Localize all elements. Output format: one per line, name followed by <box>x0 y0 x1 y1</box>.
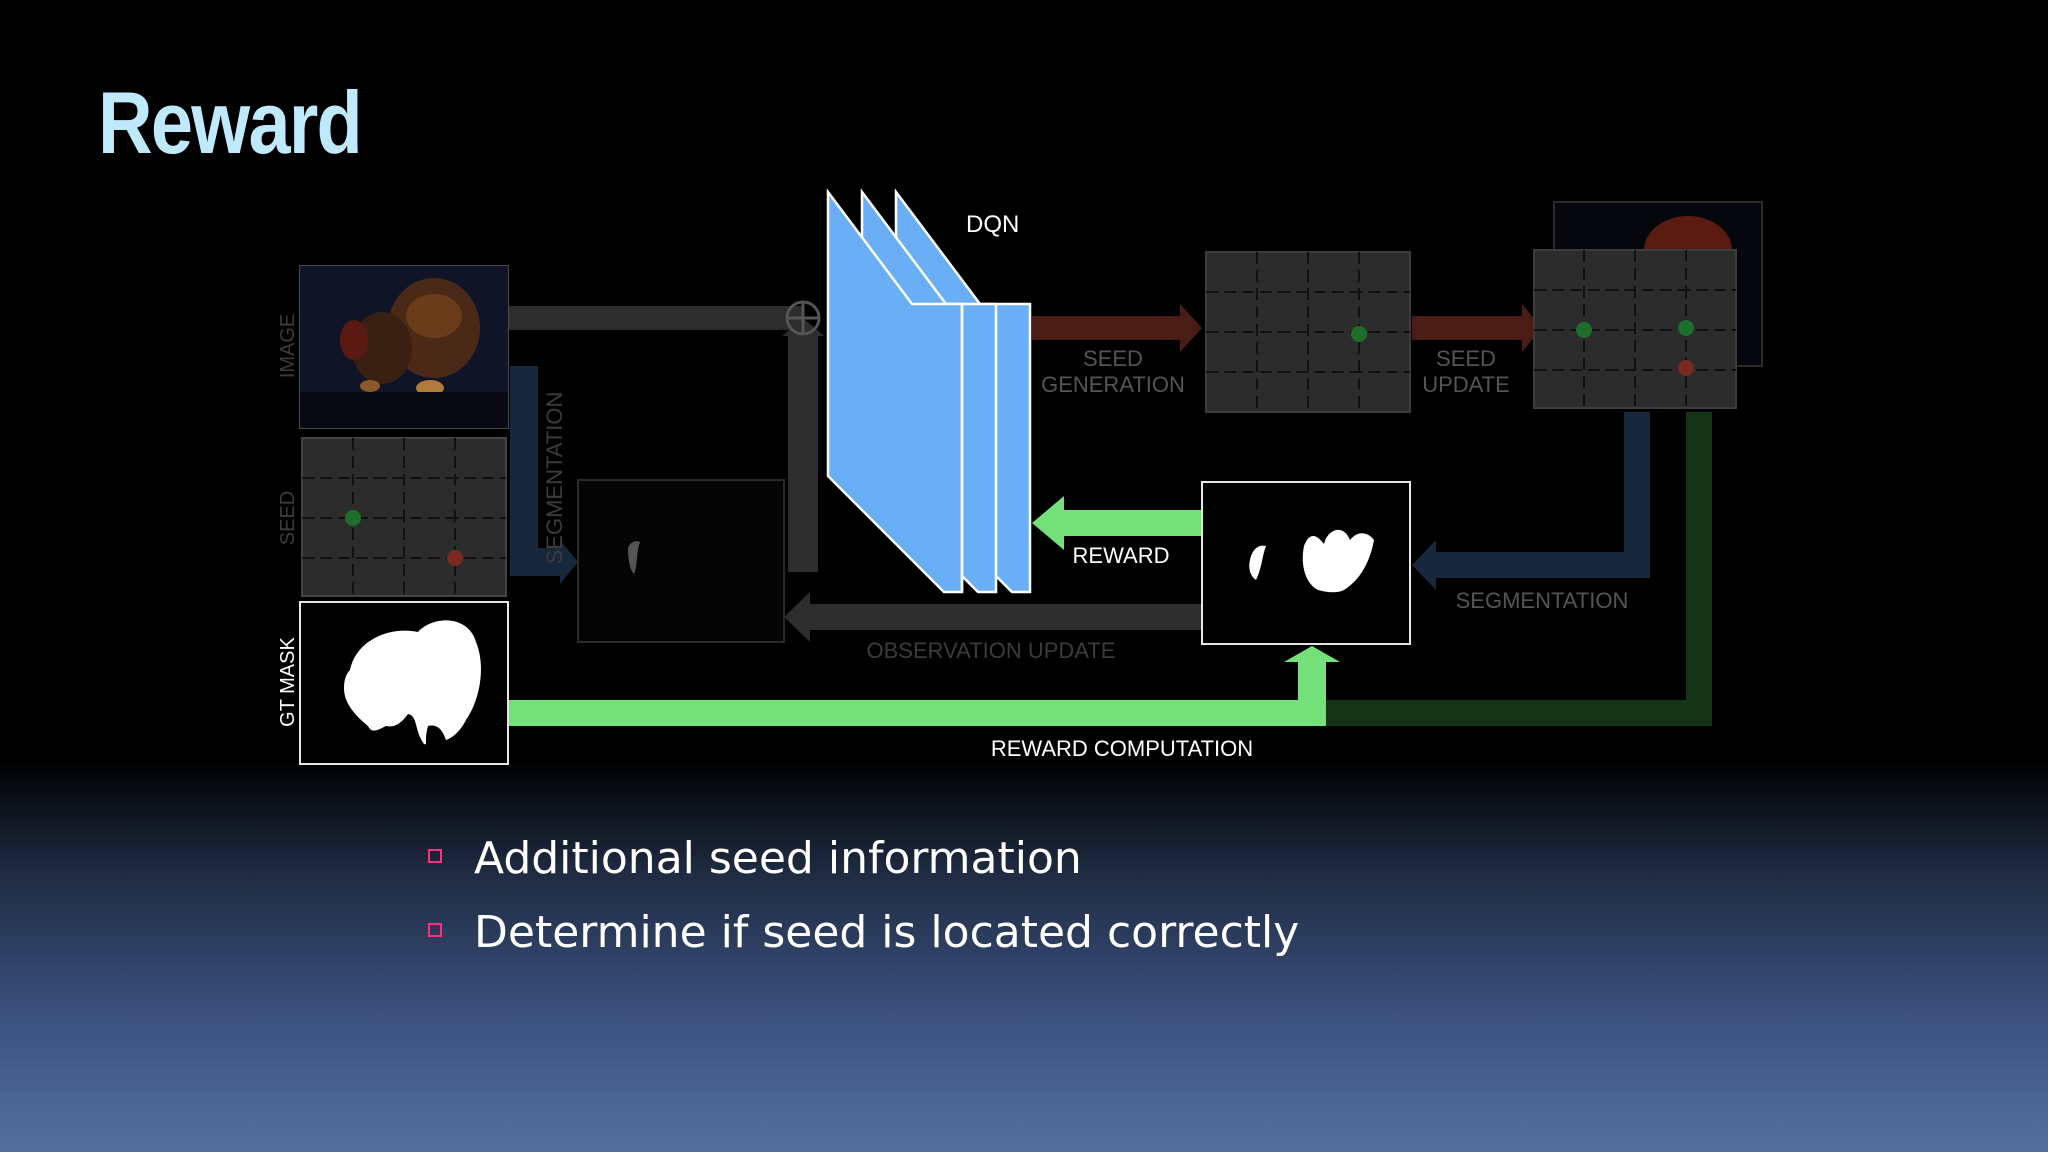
input-image-panel <box>299 265 509 429</box>
seed-generation-label-line2: GENERATION <box>1041 372 1185 397</box>
observation-up-arrow <box>782 318 824 572</box>
seed-grid-left <box>301 437 507 597</box>
seed-label: SEED <box>277 491 299 545</box>
seed-update-label-line2: UPDATE <box>1422 372 1510 397</box>
observation-update-label: OBSERVATION UPDATE <box>867 638 1116 663</box>
seed-update-label-line1: SEED <box>1436 346 1496 371</box>
positive-seed-dot <box>345 510 361 526</box>
bullet-square-icon <box>428 923 442 937</box>
bullet-item: Additional seed information <box>428 822 1299 896</box>
segmentation-left-label: SEGMENTATION <box>542 392 567 565</box>
bullet-square-icon <box>428 849 442 863</box>
seed-generation-arrow <box>1032 304 1202 352</box>
bullet-text: Determine if seed is located correctly <box>474 907 1300 958</box>
seed-generation-grid <box>1205 251 1411 413</box>
reward-computation-feedback-arrow <box>1326 412 1712 726</box>
bullet-item: Determine if seed is located correctly <box>428 896 1299 970</box>
seed-generation-label-line1: SEED <box>1083 346 1143 371</box>
gt-mask-shape <box>344 620 481 745</box>
negative-seed-dot <box>447 550 463 566</box>
reward-computation-arrow <box>508 646 1340 726</box>
segmentation-right-label: SEGMENTATION <box>1456 588 1629 613</box>
seed-update-grid <box>1533 201 1763 409</box>
segmentation-output-panel <box>1201 481 1411 645</box>
dqn-label: DQN <box>966 211 1019 238</box>
concat-symbol <box>785 300 821 336</box>
dqn-network-block <box>826 188 1032 594</box>
reward-computation-label: REWARD COMPUTATION <box>991 736 1253 761</box>
slide-title: Reward <box>98 73 363 172</box>
bullet-text: Additional seed information <box>474 833 1082 884</box>
seed-update-arrow <box>1412 304 1542 352</box>
observation-update-arrow <box>784 592 1202 642</box>
reward-label: REWARD <box>1073 543 1170 568</box>
gt-mask-label: GT MASK <box>277 637 299 727</box>
bullet-list: Additional seed information Determine if… <box>428 822 1299 970</box>
image-to-dqn-arrow <box>508 306 804 330</box>
segmentation-left-arrow <box>510 366 578 584</box>
image-label: IMAGE <box>277 314 299 378</box>
observation-panel <box>577 479 785 643</box>
gt-mask-panel <box>299 601 509 765</box>
segmentation-right-arrow <box>1412 412 1650 590</box>
reward-arrow <box>1032 496 1202 550</box>
